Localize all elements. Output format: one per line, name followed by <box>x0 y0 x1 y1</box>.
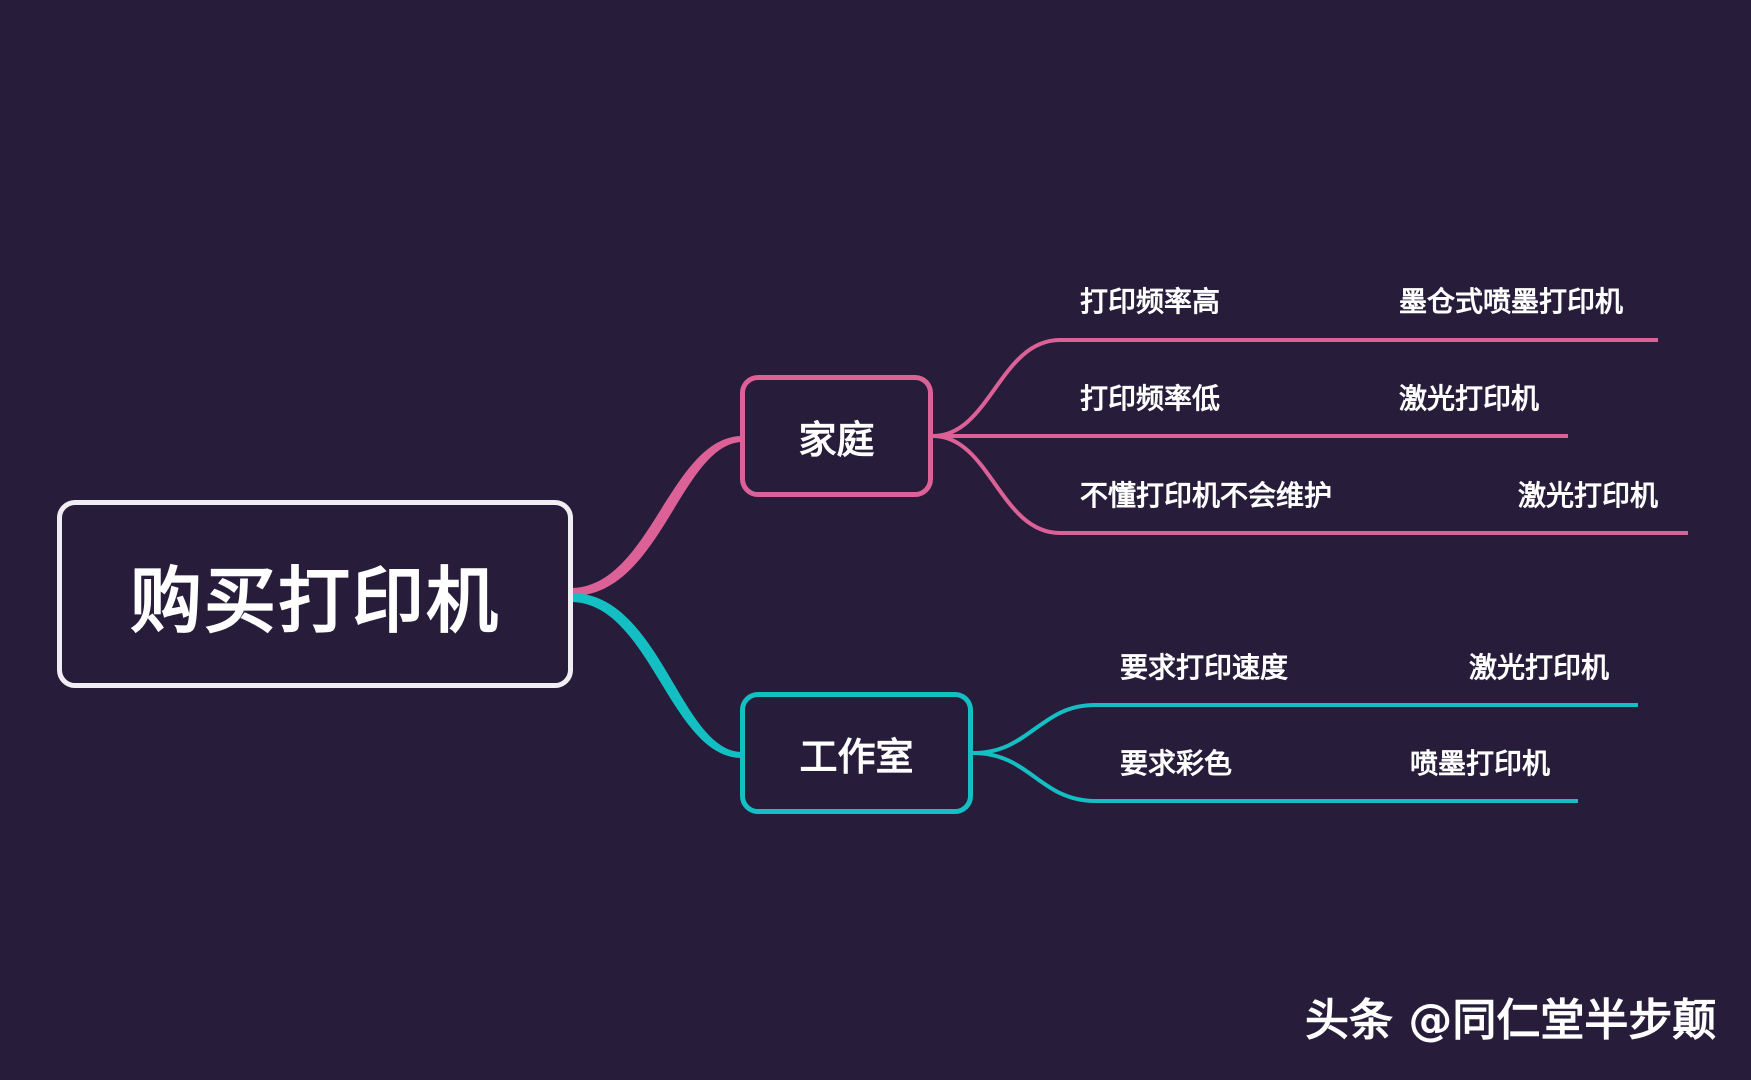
leaf-condition[interactable]: 要求打印速度 <box>1120 651 1289 684</box>
leaf-recommendation[interactable]: 激光打印机 <box>1469 651 1610 684</box>
leaf-condition[interactable]: 要求彩色 <box>1120 747 1233 780</box>
leaf-condition[interactable]: 不懂打印机不会维护 <box>1080 479 1333 512</box>
leaf-recommendation[interactable]: 喷墨打印机 <box>1410 747 1551 780</box>
branch-node-studio[interactable]: 工作室 <box>740 692 973 814</box>
connector-root-studio <box>573 593 740 758</box>
root-node[interactable]: 购买打印机 <box>57 500 573 688</box>
connector-root-home <box>573 436 740 596</box>
branch-node-home[interactable]: 家庭 <box>740 375 933 497</box>
leaf-condition[interactable]: 打印频率低 <box>1080 382 1221 415</box>
leaf-recommendation[interactable]: 激光打印机 <box>1518 479 1659 512</box>
watermark-text: 头条 @同仁堂半步颠 <box>1305 995 1717 1046</box>
connector-studio-leaf-1 <box>972 703 1638 755</box>
leaf-recommendation[interactable]: 激光打印机 <box>1399 382 1540 415</box>
connector-home-leaf-3 <box>932 434 1688 535</box>
connector-home-leaf-1 <box>932 338 1658 438</box>
leaf-recommendation[interactable]: 墨仓式喷墨打印机 <box>1399 285 1624 318</box>
connector-studio-leaf-2 <box>972 751 1578 803</box>
leaf-condition[interactable]: 打印频率高 <box>1080 285 1221 318</box>
